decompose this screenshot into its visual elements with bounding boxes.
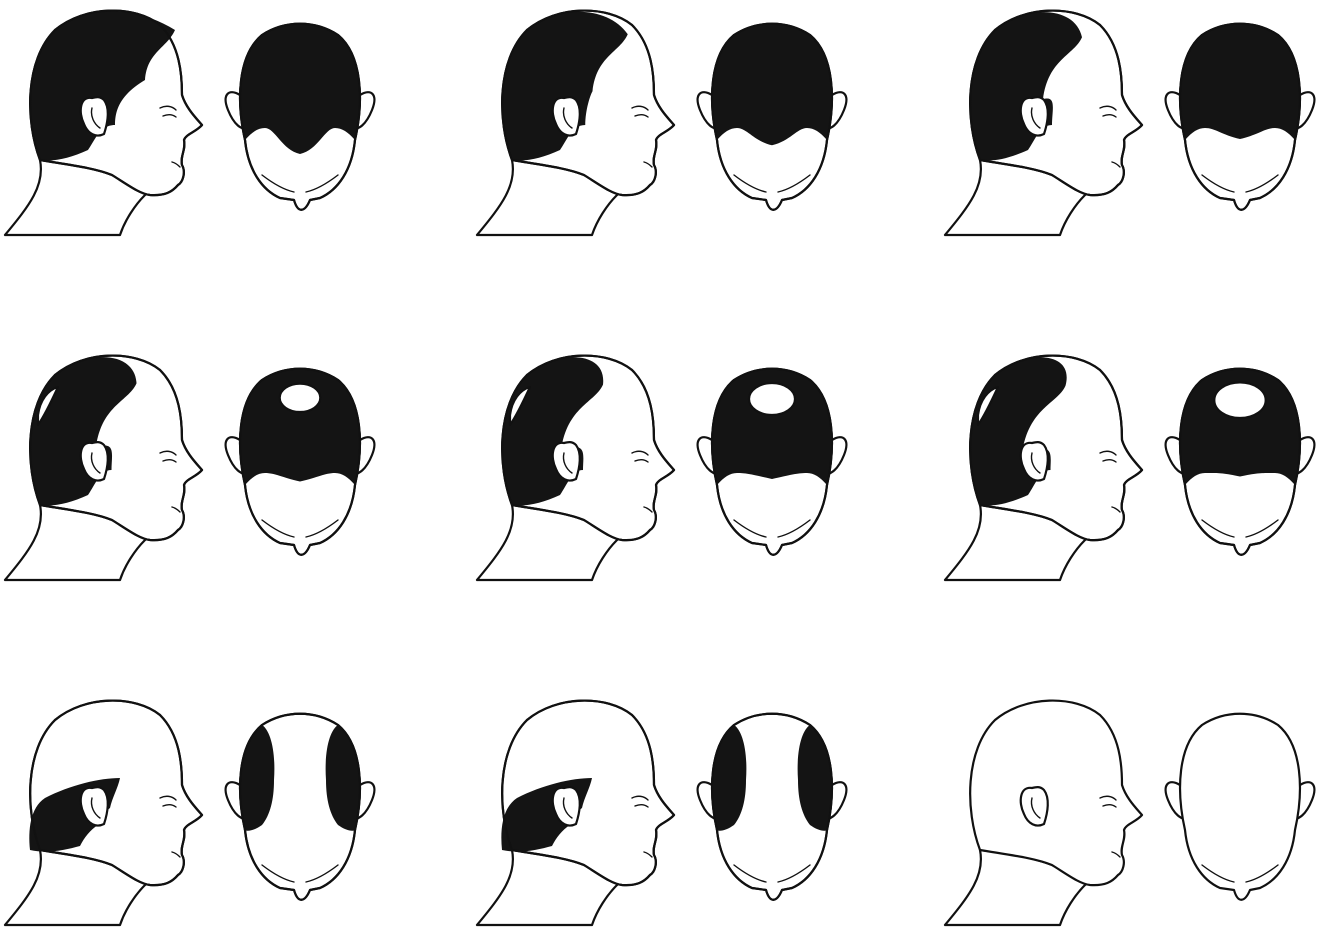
stage-9-figure (945, 701, 1314, 925)
side-view (945, 11, 1142, 235)
stage-5-figure (477, 356, 846, 580)
side-view (945, 356, 1142, 580)
vertex-bald-spot (280, 384, 321, 412)
side-view (477, 701, 674, 925)
top-view (226, 714, 375, 900)
top-view (1166, 714, 1315, 900)
top-view (1166, 24, 1315, 210)
stage-7-figure (5, 701, 374, 925)
side-view (477, 11, 674, 235)
top-view (698, 714, 847, 900)
stage-8-figure (477, 701, 846, 925)
top-view (698, 24, 847, 210)
top-view (698, 369, 847, 555)
top-view (1166, 369, 1315, 555)
top-skull (1180, 714, 1300, 900)
top-view (226, 24, 375, 210)
stage-3-figure (945, 11, 1314, 235)
side-view (5, 356, 202, 580)
side-view (945, 701, 1142, 925)
vertex-bald-spot (749, 383, 795, 415)
side-view (5, 11, 202, 235)
stage-4-figure (5, 356, 374, 580)
vertex-bald-spot (1214, 382, 1265, 418)
top-hair (712, 24, 832, 146)
top-hair (1180, 24, 1300, 140)
side-view (477, 356, 674, 580)
top-view (226, 369, 375, 555)
side-view (5, 701, 202, 925)
stage-6-figure (945, 356, 1314, 580)
stage-2-figure (477, 11, 846, 235)
stage-1-figure (5, 11, 374, 235)
